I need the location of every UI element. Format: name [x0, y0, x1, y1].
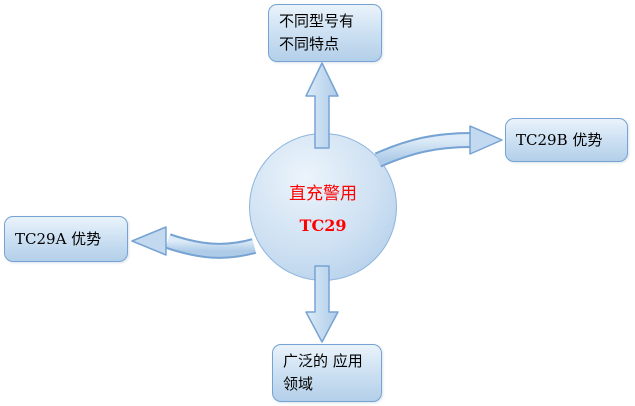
- left-box: TC29A 优势: [4, 216, 128, 262]
- right-box-label: TC29B 优势: [516, 130, 603, 149]
- top-box-line2: 不同特点: [279, 34, 340, 53]
- center-circle-title: 直充警用: [289, 184, 357, 204]
- right-curved-arrow: [374, 125, 503, 168]
- bottom-box-line2: 领域: [283, 374, 314, 393]
- right-box: TC29B 优势: [505, 118, 628, 162]
- left-curved-arrow: [131, 226, 257, 259]
- bottom-box: 广泛的 应用 领域: [272, 344, 382, 402]
- bottom-box-line1: 广泛的 应用: [283, 352, 363, 370]
- center-circle-shape: 直充警用 TC29: [249, 133, 397, 281]
- top-box: 不同型号有 不同特点: [268, 4, 382, 62]
- left-box-label: TC29A 优势: [15, 229, 102, 248]
- center-circle-model: TC29: [299, 216, 347, 235]
- top-box-line1: 不同型号有: [279, 12, 355, 30]
